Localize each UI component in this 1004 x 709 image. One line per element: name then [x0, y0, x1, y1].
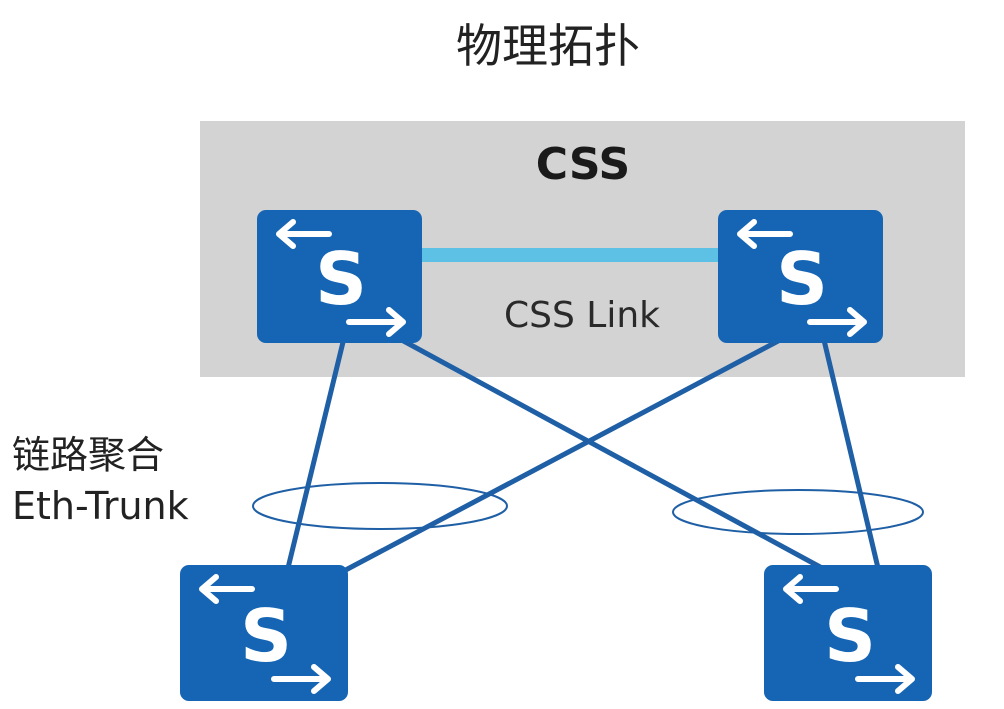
css-region-label: CSS [536, 139, 631, 190]
switch-icon: S [257, 210, 422, 343]
switch-letter: S [315, 237, 367, 321]
arrow-right-icon [346, 307, 406, 337]
switch-icon: S [180, 565, 348, 701]
uplink-line [285, 335, 347, 571]
eth-trunk-label: Eth-Trunk [12, 484, 189, 528]
diagram-title: 物理拓扑 [456, 19, 640, 73]
arrow-right-icon [271, 664, 331, 694]
switch-letter: S [824, 594, 876, 678]
switch-icon: S [718, 210, 883, 343]
link-aggregation-label: 链路聚合 [12, 433, 164, 477]
switch-letter: S [240, 594, 292, 678]
eth-trunk-ellipse-left [252, 482, 508, 530]
uplink-line [395, 335, 825, 571]
arrow-right-icon [855, 664, 915, 694]
eth-trunk-ellipse-right [672, 489, 924, 535]
switch-icon: S [764, 565, 932, 701]
arrow-left-icon [737, 219, 793, 249]
arrow-left-icon [199, 574, 255, 604]
arrow-left-icon [783, 574, 839, 604]
css-link-label: CSS Link [504, 295, 660, 336]
arrow-right-icon [807, 307, 867, 337]
switch-letter: S [776, 237, 828, 321]
arrow-left-icon [276, 219, 332, 249]
uplink-line [821, 337, 881, 571]
uplink-line [337, 337, 783, 576]
